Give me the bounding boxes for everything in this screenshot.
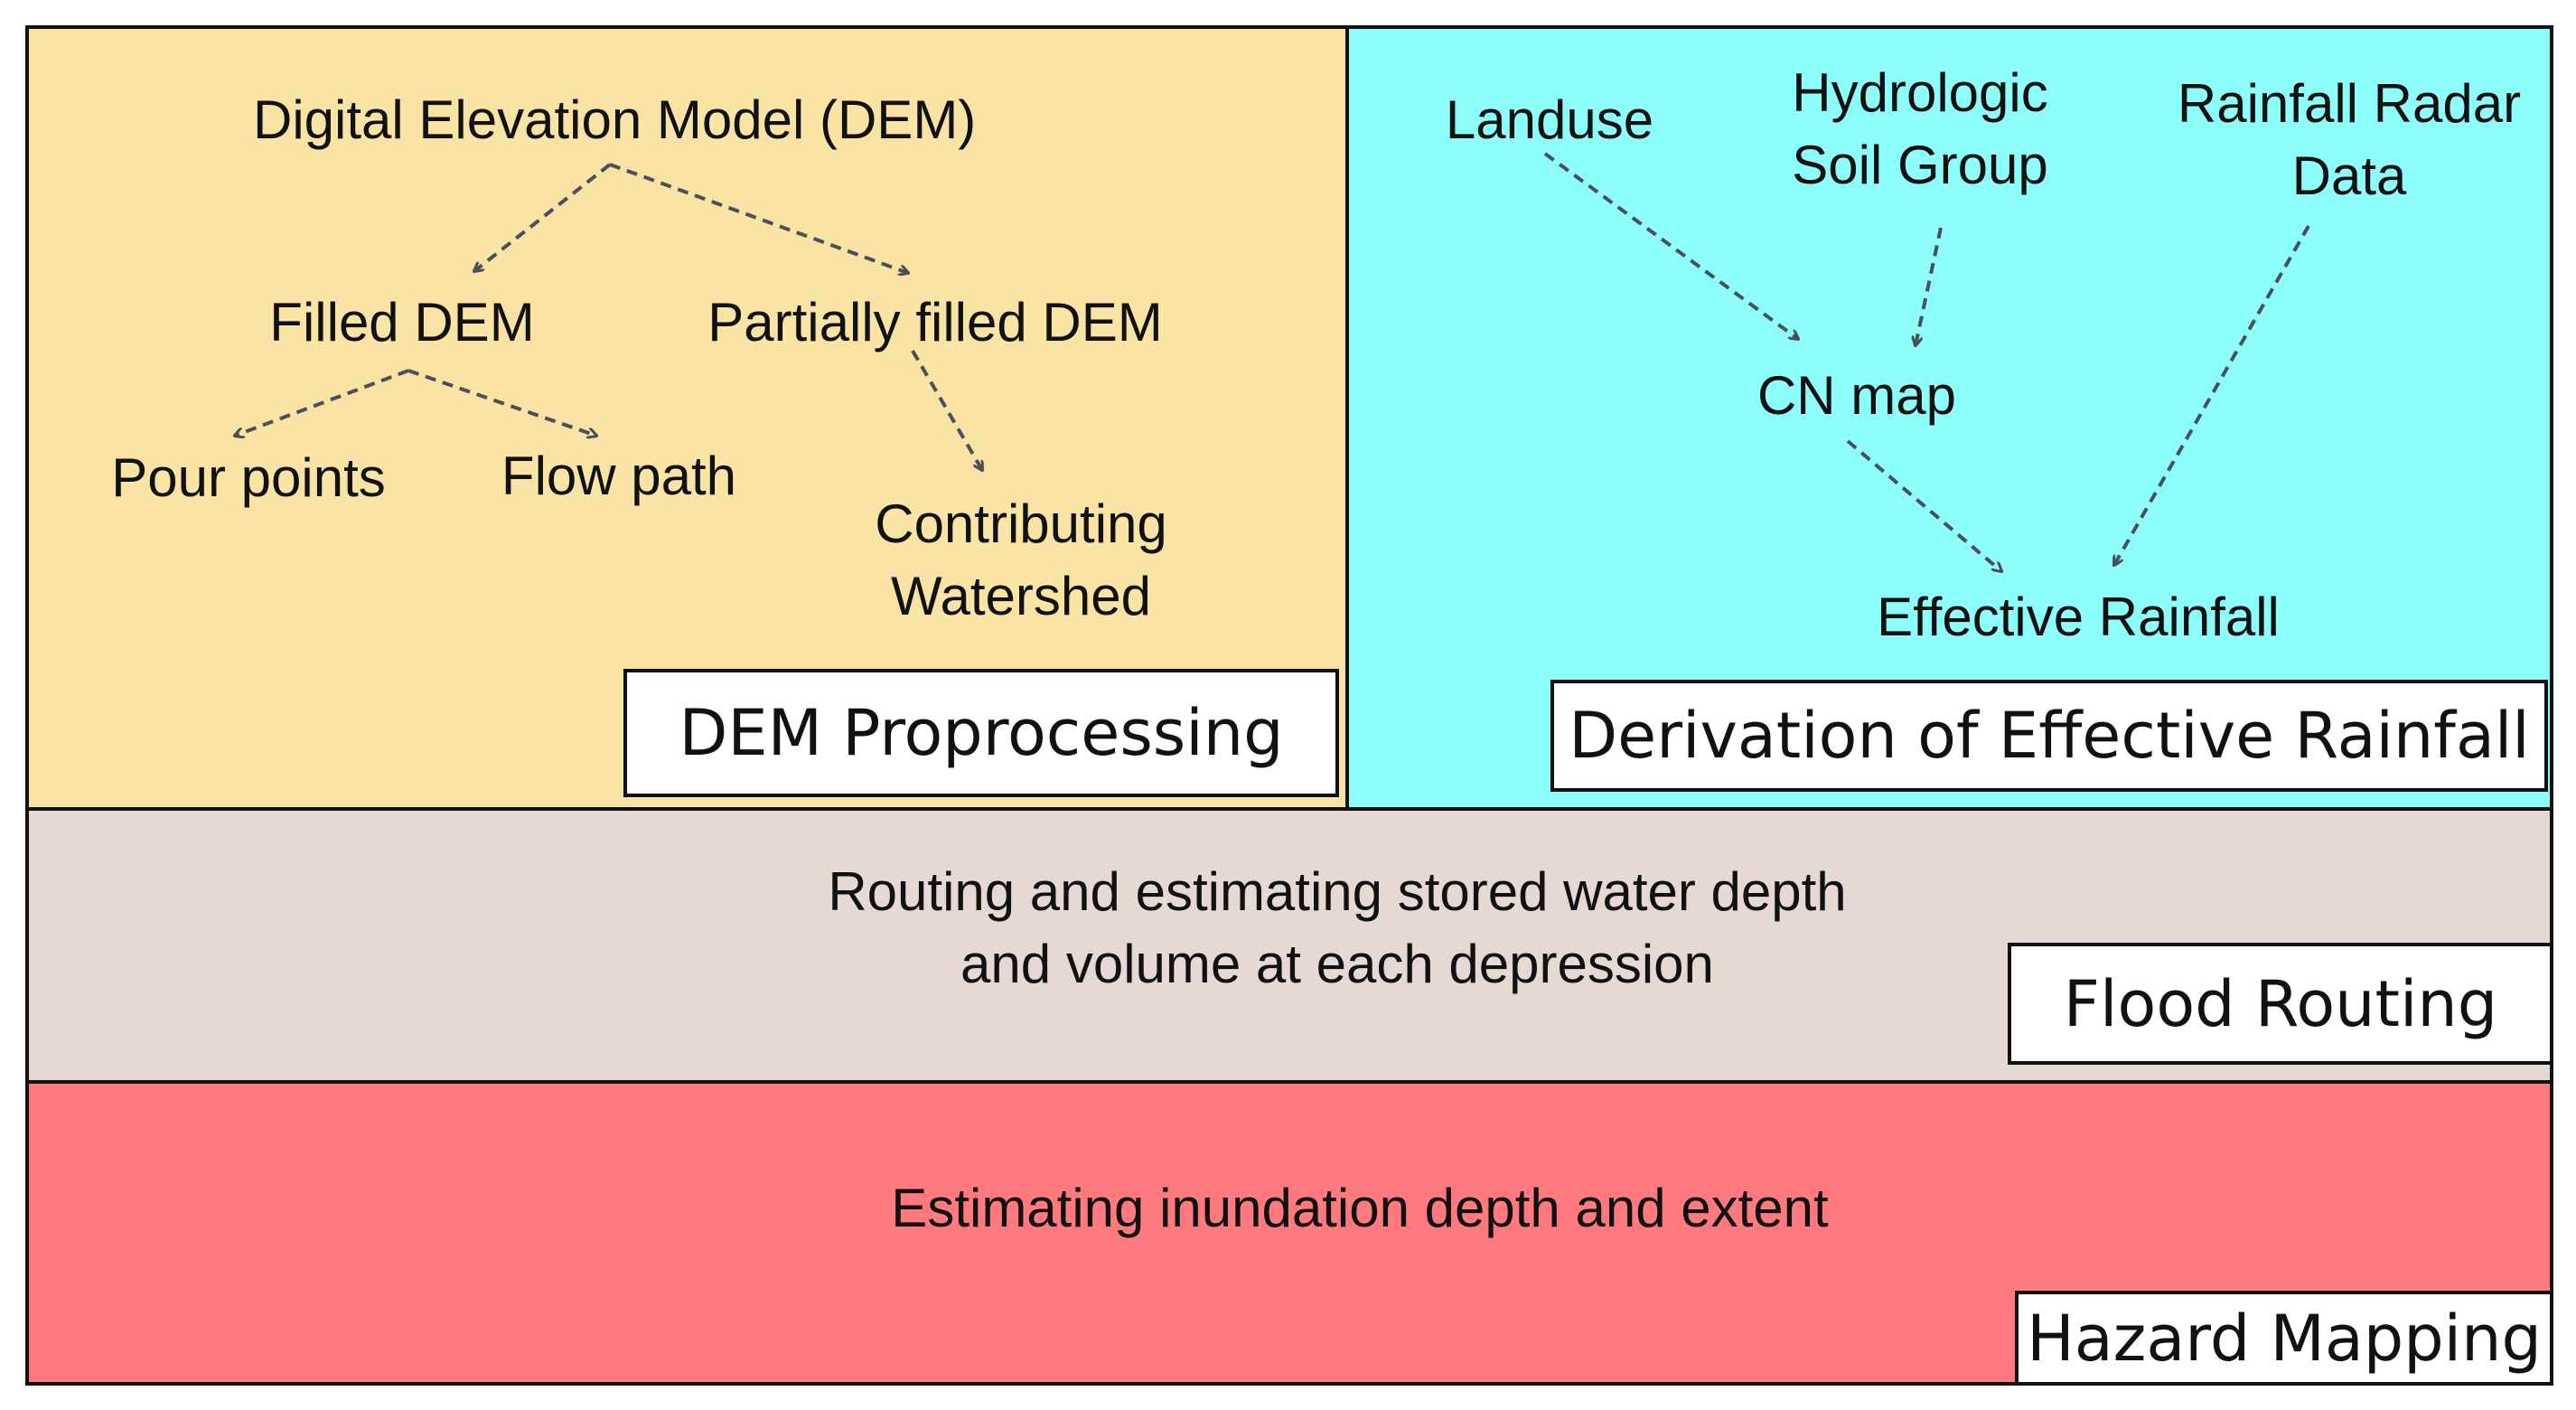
divider-routing-hazard bbox=[25, 1080, 2553, 1084]
divider-dem-routing bbox=[25, 807, 2553, 811]
watershed-label: Watershed bbox=[891, 566, 1151, 626]
contributing-label: Contributing bbox=[875, 494, 1167, 554]
flood-routing-box: Flood Routing bbox=[2008, 943, 2553, 1065]
pour-points-label: Pour points bbox=[111, 447, 386, 508]
effective-rainfall-label: Effective Rainfall bbox=[1877, 587, 2280, 647]
data-label: Data bbox=[2291, 146, 2407, 206]
dem-preprocessing-box: DEM Proprocessing bbox=[623, 669, 1339, 797]
cn-map-label: CN map bbox=[1756, 365, 1957, 426]
partially-filled-dem-label: Partially filled DEM bbox=[707, 292, 1163, 352]
vertical-divider bbox=[1345, 25, 1349, 809]
filled-dem-label: Filled DEM bbox=[269, 292, 535, 352]
dem-label: Digital Elevation Model (DEM) bbox=[253, 89, 977, 150]
routing-text-line-2: and volume at each depression bbox=[960, 934, 1714, 994]
hydrologic-label: Hydrologic bbox=[1792, 62, 2048, 123]
hazard-text-line-1: Estimating inundation depth and extent bbox=[891, 1178, 1829, 1238]
routing-text-line-1: Routing and estimating stored water dept… bbox=[828, 861, 1847, 922]
rainfall-radar-label: Rainfall Radar bbox=[2177, 73, 2522, 134]
landuse-label: Landuse bbox=[1445, 89, 1654, 150]
hazard-mapping-box: Hazard Mapping bbox=[2015, 1291, 2553, 1386]
flow-path-label: Flow path bbox=[501, 446, 737, 506]
derivation-effective-rainfall-box: Derivation of Effective Rainfall bbox=[1550, 680, 2548, 792]
soil-group-label: Soil Group bbox=[1792, 135, 2048, 195]
